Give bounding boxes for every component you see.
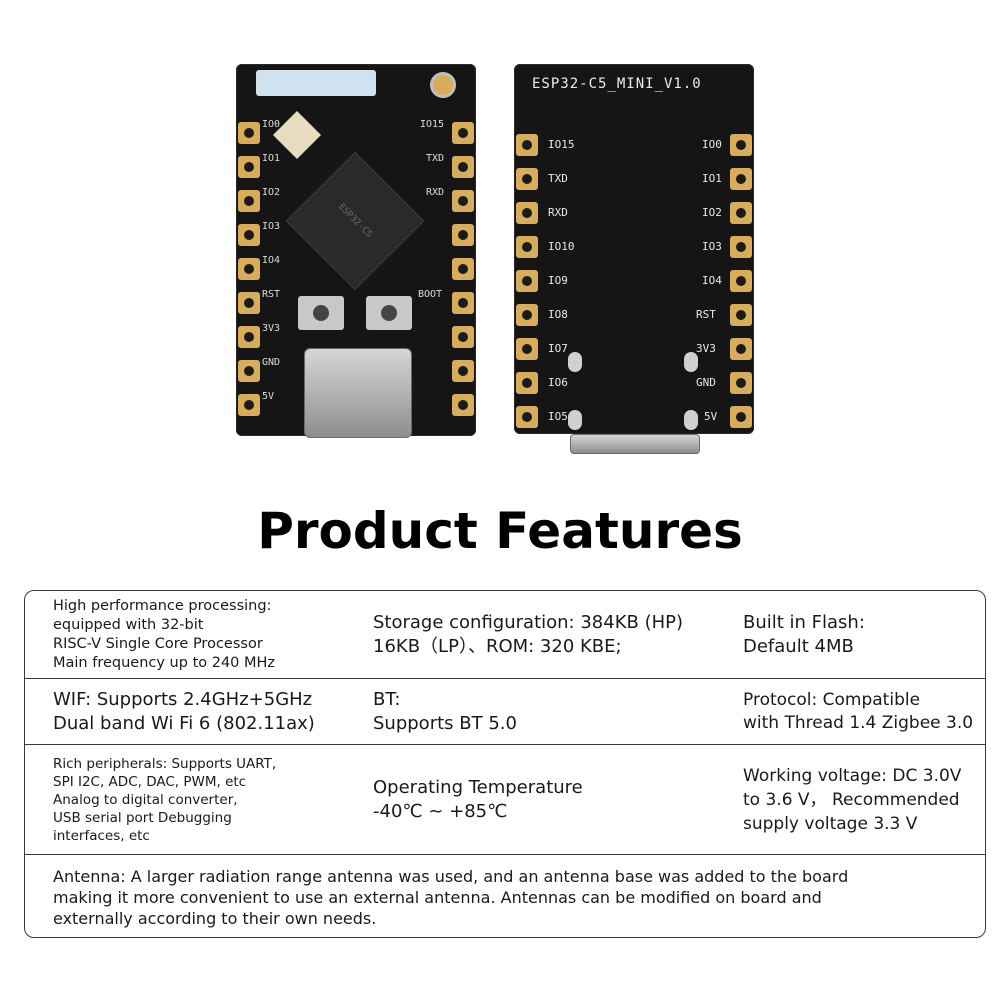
ipex-connector-icon — [430, 72, 456, 98]
front-pin-label: TXD — [426, 153, 445, 164]
front-pin-label: RXD — [426, 187, 445, 198]
usb-c-port — [304, 348, 412, 438]
boot-button-image — [366, 296, 412, 330]
board-model-label: ESP32-C5_MINI_V1.0 — [532, 76, 702, 92]
back-pin-label: IO5 — [548, 410, 568, 423]
front-pin-label: IO1 — [262, 153, 281, 164]
back-pin-label: GND — [696, 376, 716, 389]
feature-cell: High performance processing: equipped wi… — [53, 597, 276, 671]
back-pin-label: IO10 — [548, 240, 575, 253]
back-pin-label: IO0 — [702, 138, 722, 151]
back-pin-label: TXD — [548, 172, 568, 185]
board-front-image: ESP32-C5 IO0 IO1 IO2 IO3 IO4 RST 3V3 GND… — [236, 64, 476, 438]
front-pin-label: RST — [262, 289, 281, 300]
chip-marking: ESP32-C5 — [336, 202, 374, 240]
back-pin-label: IO7 — [548, 342, 568, 355]
back-pin-label: 3V3 — [696, 342, 716, 355]
back-pin-label: IO15 — [548, 138, 575, 151]
feature-cell: Antenna: A larger radiation range antenn… — [53, 866, 849, 928]
usb-c-port-back — [570, 434, 700, 454]
feature-cell: Built in Flash: Default 4MB — [743, 611, 865, 657]
feature-cell: Operating Temperature -40℃ ~ +85℃ — [373, 776, 583, 822]
feature-cell: Storage configuration: 384KB (HP) 16KB（L… — [373, 611, 683, 657]
page-title: Product Features — [257, 502, 743, 560]
features-table: High performance processing: equipped wi… — [24, 590, 986, 938]
table-row: Rich peripherals: Supports UART, SPI I2C… — [25, 745, 985, 855]
esp32-c5-chip: ESP32-C5 — [285, 151, 425, 291]
reset-button-image — [298, 296, 344, 330]
front-pin-label: 3V3 — [262, 323, 281, 334]
front-pin-label: 5V — [262, 391, 275, 402]
table-row: WIF: Supports 2.4GHz+5GHz Dual band Wi F… — [25, 679, 985, 745]
front-pin-label: IO15 — [420, 119, 445, 130]
back-pin-label: IO2 — [702, 206, 722, 219]
board-back-image: ESP32-C5_MINI_V1.0 IO15 TXD RXD IO10 IO9… — [514, 64, 754, 454]
front-pin-label: IO3 — [262, 221, 281, 232]
feature-cell: WIF: Supports 2.4GHz+5GHz Dual band Wi F… — [53, 688, 315, 734]
feature-cell: Rich peripherals: Supports UART, SPI I2C… — [53, 755, 277, 844]
front-pin-label: IO0 — [262, 119, 281, 130]
back-pin-label: IO3 — [702, 240, 722, 253]
usb-mount-tab-icon — [684, 410, 698, 430]
feature-cell: Protocol: Compatible with Thread 1.4 Zig… — [743, 689, 974, 733]
back-pin-label: IO9 — [548, 274, 568, 287]
back-pin-label: IO4 — [702, 274, 722, 287]
usb-mount-tab-icon — [568, 352, 582, 372]
back-pin-label: IO1 — [702, 172, 722, 185]
front-pin-label: GND — [262, 357, 281, 368]
crystal-component — [272, 110, 322, 160]
usb-mount-tab-icon — [684, 352, 698, 372]
front-pin-label: IO2 — [262, 187, 281, 198]
table-row: Antenna: A larger radiation range antenn… — [25, 855, 985, 937]
table-row: High performance processing: equipped wi… — [25, 591, 985, 679]
back-pin-label: RST — [696, 308, 716, 321]
front-pin-label: IO4 — [262, 255, 281, 266]
antenna-strip — [256, 70, 376, 96]
back-pin-label: IO6 — [548, 376, 568, 389]
feature-cell: BT: Supports BT 5.0 — [373, 688, 517, 734]
back-pin-label: RXD — [548, 206, 568, 219]
back-pin-label: 5V — [704, 410, 718, 423]
feature-cell: Working voltage: DC 3.0V to 3.6 V， Recom… — [743, 765, 962, 834]
front-pin-label: BOOT — [418, 289, 443, 300]
back-pin-label: IO8 — [548, 308, 568, 321]
usb-mount-tab-icon — [568, 410, 582, 430]
